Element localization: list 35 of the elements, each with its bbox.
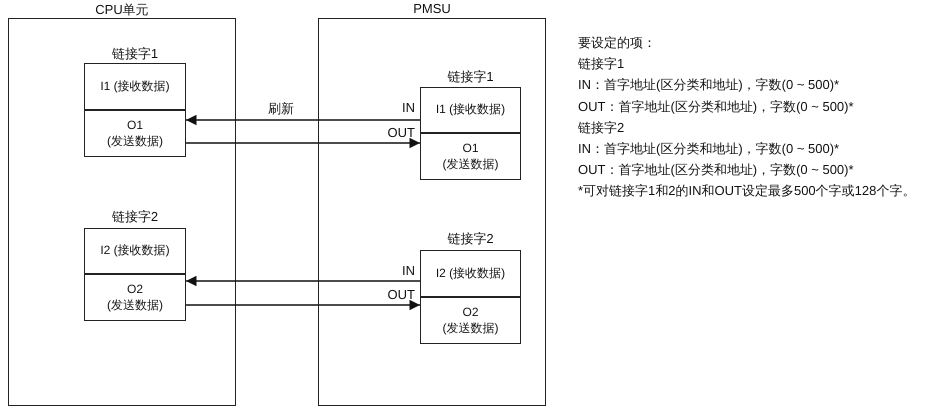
box-text: O2 (发送数据) bbox=[442, 304, 500, 336]
box-text: O2 (发送数据) bbox=[106, 282, 164, 314]
box-text: I1 (接收数据) bbox=[100, 78, 170, 94]
box-text: I2 (接收数据) bbox=[100, 243, 170, 259]
note-text: OUT：首字地址(区分类和地址)，字数(0 ~ 500)* bbox=[578, 161, 855, 180]
group-heading: 链接字2 bbox=[446, 230, 495, 248]
note-text: IN：首字地址(区分类和地址)，字数(0 ~ 500)* bbox=[578, 76, 840, 94]
note-text: OUT：首字地址(区分类和地址)，字数(0 ~ 500)* bbox=[578, 98, 855, 116]
note-text: 链接字2 bbox=[578, 118, 626, 137]
data-box bbox=[84, 274, 186, 321]
box-text: I2 (接收数据) bbox=[436, 266, 506, 282]
arrow bbox=[186, 138, 420, 148]
note-text: 要设定的项： bbox=[578, 34, 657, 52]
box-text: O1 (发送数据) bbox=[442, 140, 500, 172]
group-heading: 链接字1 bbox=[446, 68, 495, 86]
port-label: IN bbox=[402, 264, 415, 278]
group-heading: 链接字2 bbox=[110, 208, 160, 226]
unit-title: CPU单元 bbox=[94, 1, 150, 19]
data-box bbox=[84, 63, 186, 110]
group-heading: 链接字1 bbox=[110, 45, 160, 63]
arrow bbox=[186, 300, 420, 310]
data-box bbox=[84, 228, 186, 274]
data-box bbox=[84, 110, 186, 157]
note-text: IN：首字地址(区分类和地址)，字数(0 ~ 500)* bbox=[578, 140, 840, 158]
port-label: IN bbox=[402, 101, 415, 115]
box-text: O1 (发送数据) bbox=[106, 118, 164, 150]
port-label: OUT bbox=[388, 126, 415, 140]
arrow bbox=[186, 276, 420, 286]
box-text: I1 (接收数据) bbox=[436, 102, 506, 118]
edge-label: 刷新 bbox=[266, 100, 296, 118]
arrow bbox=[186, 114, 420, 126]
unit-title: PMSU bbox=[412, 1, 452, 16]
note-text: 链接字1 bbox=[578, 55, 626, 74]
note-text: *可对链接字1和2的IN和OUT设定最多500个字或128个字。 bbox=[578, 182, 916, 200]
port-label: OUT bbox=[388, 288, 415, 302]
